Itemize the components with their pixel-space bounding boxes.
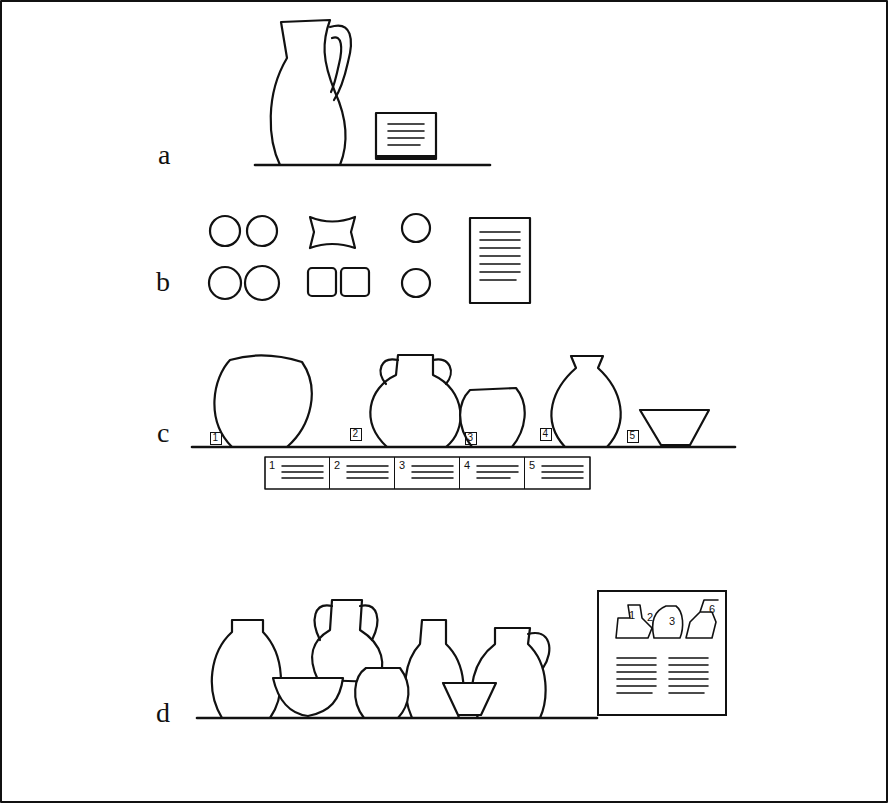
illustrated-label-panel: 1 2 3 6 (597, 590, 727, 716)
callout-number: 5 (630, 431, 636, 441)
coin (402, 269, 430, 297)
number-tag: 3 (465, 432, 477, 445)
amphora-handles (381, 359, 451, 384)
label-strip-cell: 2 (330, 457, 395, 489)
pot (214, 355, 311, 447)
bowl (443, 683, 496, 715)
coin (402, 214, 430, 242)
jug-handle (330, 26, 351, 100)
callout-number: 3 (468, 433, 474, 443)
label-strip-cell: 4 (460, 457, 525, 489)
label-strip (265, 457, 590, 489)
number-tag: 1 (210, 432, 222, 445)
callout-number: 2 (647, 612, 653, 623)
card-text-lines (480, 232, 520, 280)
coin (247, 216, 277, 246)
jar (212, 620, 281, 718)
shelf (192, 446, 735, 449)
object (341, 268, 369, 296)
label-card (470, 218, 530, 303)
callout-number: 2 (334, 460, 340, 471)
bowl (273, 678, 343, 716)
label-card (376, 113, 436, 159)
jug-handle (528, 633, 549, 668)
coin (209, 267, 241, 299)
panel-text-lines (617, 658, 708, 693)
coin (245, 266, 279, 300)
label-strip-cell: 3 (395, 457, 460, 489)
number-tag: 5 (627, 430, 639, 443)
callout-number: 2 (353, 429, 359, 439)
callout-number: 1 (269, 460, 275, 471)
shelf (255, 164, 490, 167)
object (310, 217, 355, 248)
row-letter: a (158, 141, 170, 169)
amphora (370, 355, 460, 447)
callout-number: 1 (629, 610, 635, 621)
amphora-handles (315, 605, 378, 640)
panel-sketch (616, 600, 718, 638)
callout-number: 1 (213, 433, 219, 443)
callout-number: 3 (399, 460, 405, 471)
callout-number: 4 (543, 429, 549, 439)
number-tag: 4 (540, 428, 552, 441)
number-tag: 2 (350, 428, 362, 441)
label-strip-cell: 1 (265, 457, 330, 489)
object (308, 268, 336, 296)
callout-number: 3 (669, 616, 675, 627)
pot (355, 668, 408, 718)
row-letter: c (157, 419, 169, 447)
strip-text-lines (282, 466, 583, 478)
bowl (640, 410, 709, 445)
vase (551, 356, 620, 447)
card-base (376, 155, 436, 159)
row-letter: b (156, 268, 170, 296)
callout-number: 6 (709, 604, 715, 615)
label-strip-cell: 5 (525, 457, 590, 489)
row-letter: d (156, 699, 170, 727)
callout-number: 4 (464, 460, 470, 471)
jug (271, 20, 346, 165)
pot (460, 388, 525, 447)
shelf (197, 717, 597, 720)
coin (210, 216, 240, 246)
callout-number: 5 (529, 460, 535, 471)
card-text-lines (388, 124, 424, 145)
